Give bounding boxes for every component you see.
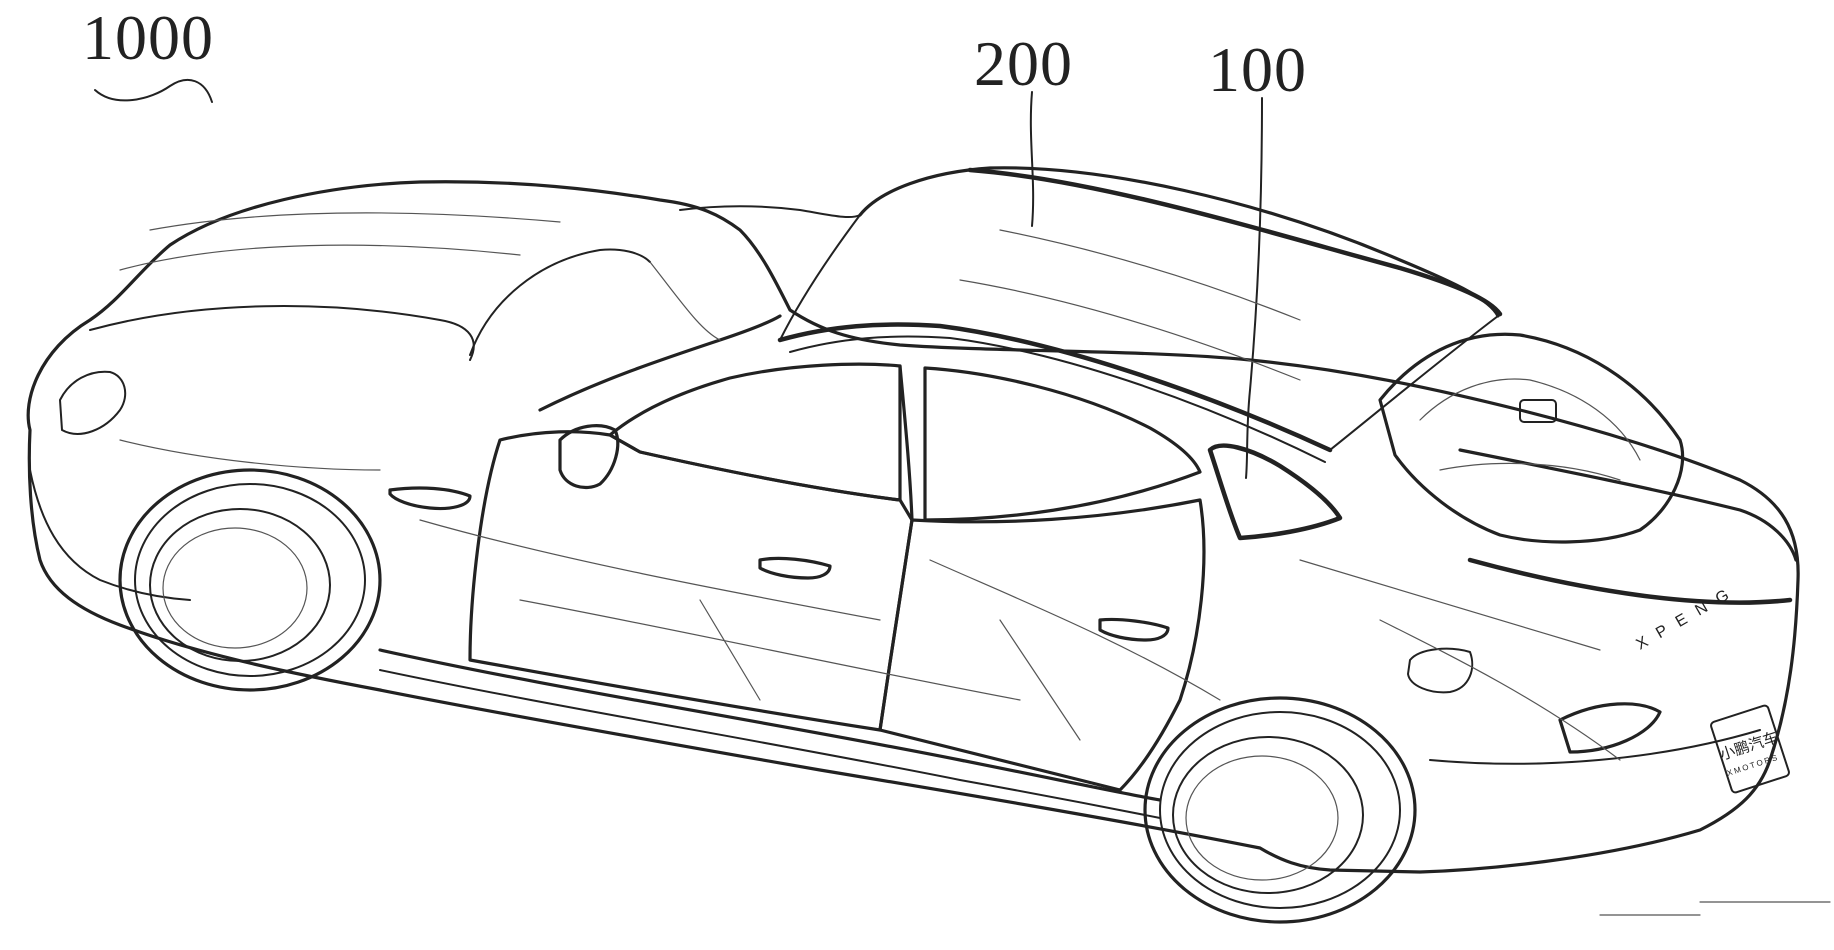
- mesh-line: [959, 279, 1301, 381]
- ground-marks: [1599, 901, 1831, 916]
- roof-panel-200: [777, 166, 1503, 463]
- brand-marks: XPENG 小鹏汽车 XMOTORS: [1634, 581, 1781, 778]
- rear-lamp: [1558, 702, 1662, 754]
- windscreen-left-pillar: [538, 314, 782, 412]
- front-rim-inner: [162, 527, 308, 649]
- a-pillar-inner: [649, 261, 721, 341]
- b-pillar: [898, 364, 914, 522]
- car-body: [26, 180, 1800, 874]
- rear-wheel: [1143, 696, 1417, 924]
- hood-line: [89, 305, 475, 361]
- body-outline: [26, 180, 1800, 874]
- ref-numeral-100: 100: [1208, 34, 1307, 105]
- leader-200: [1029, 91, 1035, 227]
- surface-mesh-lines: [119, 229, 1621, 761]
- leader-100: [1245, 97, 1263, 479]
- front-rim: [149, 508, 331, 662]
- mesh-line: [929, 559, 1221, 701]
- mesh-line: [999, 229, 1301, 321]
- side-glass: [608, 362, 1343, 541]
- side-sill-lower: [379, 669, 1161, 819]
- ref-numeral-200: 200: [974, 28, 1073, 99]
- mesh-line: [999, 619, 1081, 741]
- mesh-line: [1379, 619, 1621, 761]
- front-tire: [118, 468, 382, 692]
- front-door-handle: [758, 556, 832, 580]
- rear-door-outline: [878, 498, 1206, 792]
- callout-lines: [94, 78, 1263, 479]
- rear-rim: [1172, 736, 1364, 894]
- front-door-outline: [468, 430, 914, 732]
- front-wheel-arch-window: [469, 248, 651, 356]
- roof-rail-right: [967, 167, 1503, 317]
- roof-glass-rear-edge: [1329, 315, 1499, 451]
- rear-door-window: [923, 366, 1202, 522]
- mesh-line: [519, 599, 1021, 701]
- cowl-panel: [679, 205, 861, 219]
- trunk-vent: [1519, 399, 1557, 423]
- rear-brand-lettering: XPENG: [1634, 581, 1743, 654]
- leader-1000-squiggle: [94, 78, 213, 103]
- mesh-line: [699, 599, 761, 701]
- roof-rail-left-inner: [789, 335, 1326, 463]
- windscreen-area: [469, 205, 861, 412]
- rear-tire-inner: [1159, 711, 1401, 909]
- rear-tire: [1143, 696, 1417, 924]
- front-door-window: [608, 362, 902, 502]
- front-bumper: [29, 469, 191, 601]
- roof-glass-outline: [858, 166, 1500, 318]
- ref-numeral-1000: 1000: [82, 2, 214, 73]
- doors: [388, 424, 1206, 792]
- trunk-opening: [1378, 332, 1685, 544]
- license-plate: [1710, 704, 1790, 794]
- mesh-line: [1299, 559, 1601, 651]
- front-lamp: [59, 370, 127, 435]
- hood-crease: [119, 244, 521, 271]
- trunk-inner-wall: [1419, 378, 1641, 461]
- rear-bumper: [1429, 729, 1761, 765]
- quarter-window-100: [1207, 443, 1343, 541]
- side-turn-signal: [388, 486, 472, 511]
- front-tire-inner: [134, 483, 366, 677]
- rear-door-handle: [1098, 617, 1170, 642]
- side-sill: [378, 648, 1162, 802]
- trunk-interior: [1378, 332, 1685, 544]
- rear-rim-inner: [1185, 755, 1339, 881]
- charge-port-door: [1407, 647, 1474, 694]
- side-mirror: [558, 424, 620, 490]
- mesh-line: [119, 439, 381, 471]
- rear-deck: [1458, 448, 1798, 562]
- roof-rail-left: [777, 322, 1333, 453]
- rear-light-bar: [1467, 557, 1793, 605]
- mesh-line: [419, 519, 881, 621]
- hood-crease-2: [149, 212, 561, 231]
- front-wheel: [118, 468, 382, 692]
- roof-glass-front-edge: [779, 214, 861, 341]
- trunk-floor: [1439, 462, 1621, 481]
